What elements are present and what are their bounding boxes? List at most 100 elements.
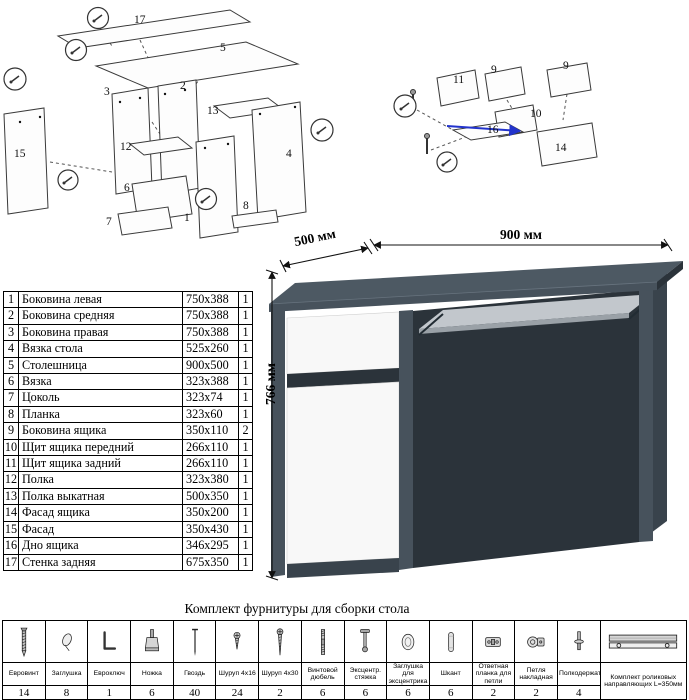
part-qty: 1 <box>238 356 253 375</box>
hardware-item-name: Полкодержатель <box>556 661 601 687</box>
hardware-item-qty: 14 <box>2 685 46 700</box>
part-number: 6 <box>3 373 19 391</box>
part-number: 15 <box>3 520 19 539</box>
dowel-screw-icon <box>300 620 345 663</box>
exploded-view-main-drawing <box>3 6 334 239</box>
hardware-item-name: Шуруп 4x30 <box>258 661 302 687</box>
part-size: 500x350 <box>182 487 239 506</box>
hardware-item-qty: 40 <box>172 685 217 700</box>
nail-icon <box>172 620 217 663</box>
part-number: 12 <box>3 471 19 489</box>
height-dimension-label: 766 мм <box>263 362 278 406</box>
detail-magnifier-icons <box>393 94 458 173</box>
part-name: Вязка <box>18 373 183 391</box>
hardware-item-qty: 8 <box>44 685 89 700</box>
width-dimension-label: 900 мм <box>499 227 543 242</box>
hexkey-icon <box>87 620 132 663</box>
part-name: Фасад <box>18 520 183 539</box>
hardware-item-name: Винтовой дюбель <box>300 661 345 687</box>
part-name: Щит ящика передний <box>18 438 183 457</box>
part-qty: 1 <box>238 290 253 309</box>
part-number: 13 <box>3 487 19 506</box>
part-number: 16 <box>3 537 19 555</box>
part-qty: 1 <box>238 373 253 391</box>
part-name: Боковина левая <box>18 290 183 309</box>
detail-magnifier-icons <box>3 6 334 211</box>
cam-bolt-icon <box>343 620 388 663</box>
part-size: 266x110 <box>182 455 239 473</box>
part-number: 14 <box>3 504 19 522</box>
part-size: 675x350 <box>182 553 239 571</box>
part-number: 4 <box>3 340 19 358</box>
part-size: 350x200 <box>182 504 239 522</box>
part-size: 323x60 <box>182 405 239 424</box>
part-size: 323x74 <box>182 389 239 407</box>
part-number: 2 <box>3 307 19 325</box>
part-number: 17 <box>3 553 19 571</box>
part-qty: 1 <box>238 307 253 325</box>
part-name: Полка <box>18 471 183 489</box>
part-qty: 1 <box>238 487 253 506</box>
hardware-item-name: Заглушка <box>44 661 89 687</box>
rail-highlight-arrow <box>446 124 522 137</box>
assembled-desk-figure: 900 мм 500 мм 766 мм <box>256 226 689 592</box>
hardware-item-name: Комплект роликовых направляющих L=350мм <box>599 661 688 700</box>
part-name: Боковина средняя <box>18 307 183 325</box>
part-size: 323x380 <box>182 471 239 489</box>
part-qty: 1 <box>238 455 253 473</box>
hardware-item-name: Шкант <box>428 661 473 687</box>
screw-long-icon <box>258 620 302 663</box>
part-number: 11 <box>3 455 19 473</box>
part-name: Дно ящика <box>18 537 183 555</box>
hardware-item-qty: 6 <box>300 685 345 700</box>
hardware-item-qty: 1 <box>87 685 132 700</box>
part-size: 750x388 <box>182 290 239 309</box>
part-size: 750x388 <box>182 307 239 325</box>
part-qty: 2 <box>238 422 253 440</box>
hardware-item-name: Эксцентр. стяжка <box>343 661 388 687</box>
part-number: 10 <box>3 438 19 457</box>
part-name: Стенка задняя <box>18 553 183 571</box>
hinge-icon <box>514 620 558 663</box>
slide-rail-icon <box>599 620 688 663</box>
part-name: Полка выкатная <box>18 487 183 506</box>
part-name: Столешница <box>18 356 183 375</box>
hardware-item-qty: 4 <box>556 685 601 700</box>
hinge-plate-icon <box>471 620 516 663</box>
part-name: Фасад ящика <box>18 504 183 522</box>
foot-icon <box>130 620 174 663</box>
cam-cover-icon <box>386 620 430 663</box>
part-size: 323x388 <box>182 373 239 391</box>
part-size: 266x110 <box>182 438 239 457</box>
hardware-item-qty: 24 <box>215 685 260 700</box>
part-size: 346x295 <box>182 537 239 555</box>
part-number: 7 <box>3 389 19 407</box>
hardware-item-name: Ответная планка для петли <box>471 661 516 687</box>
hardware-item-qty: 2 <box>258 685 302 700</box>
part-qty: 1 <box>238 438 253 457</box>
screw-short-icon <box>215 620 260 663</box>
part-qty: 1 <box>238 323 253 342</box>
cap-icon <box>44 620 89 663</box>
part-name: Цоколь <box>18 389 183 407</box>
part-size: 350x430 <box>182 520 239 539</box>
part-size: 350x110 <box>182 422 239 440</box>
part-number: 3 <box>3 323 19 342</box>
part-name: Боковина ящика <box>18 422 183 440</box>
